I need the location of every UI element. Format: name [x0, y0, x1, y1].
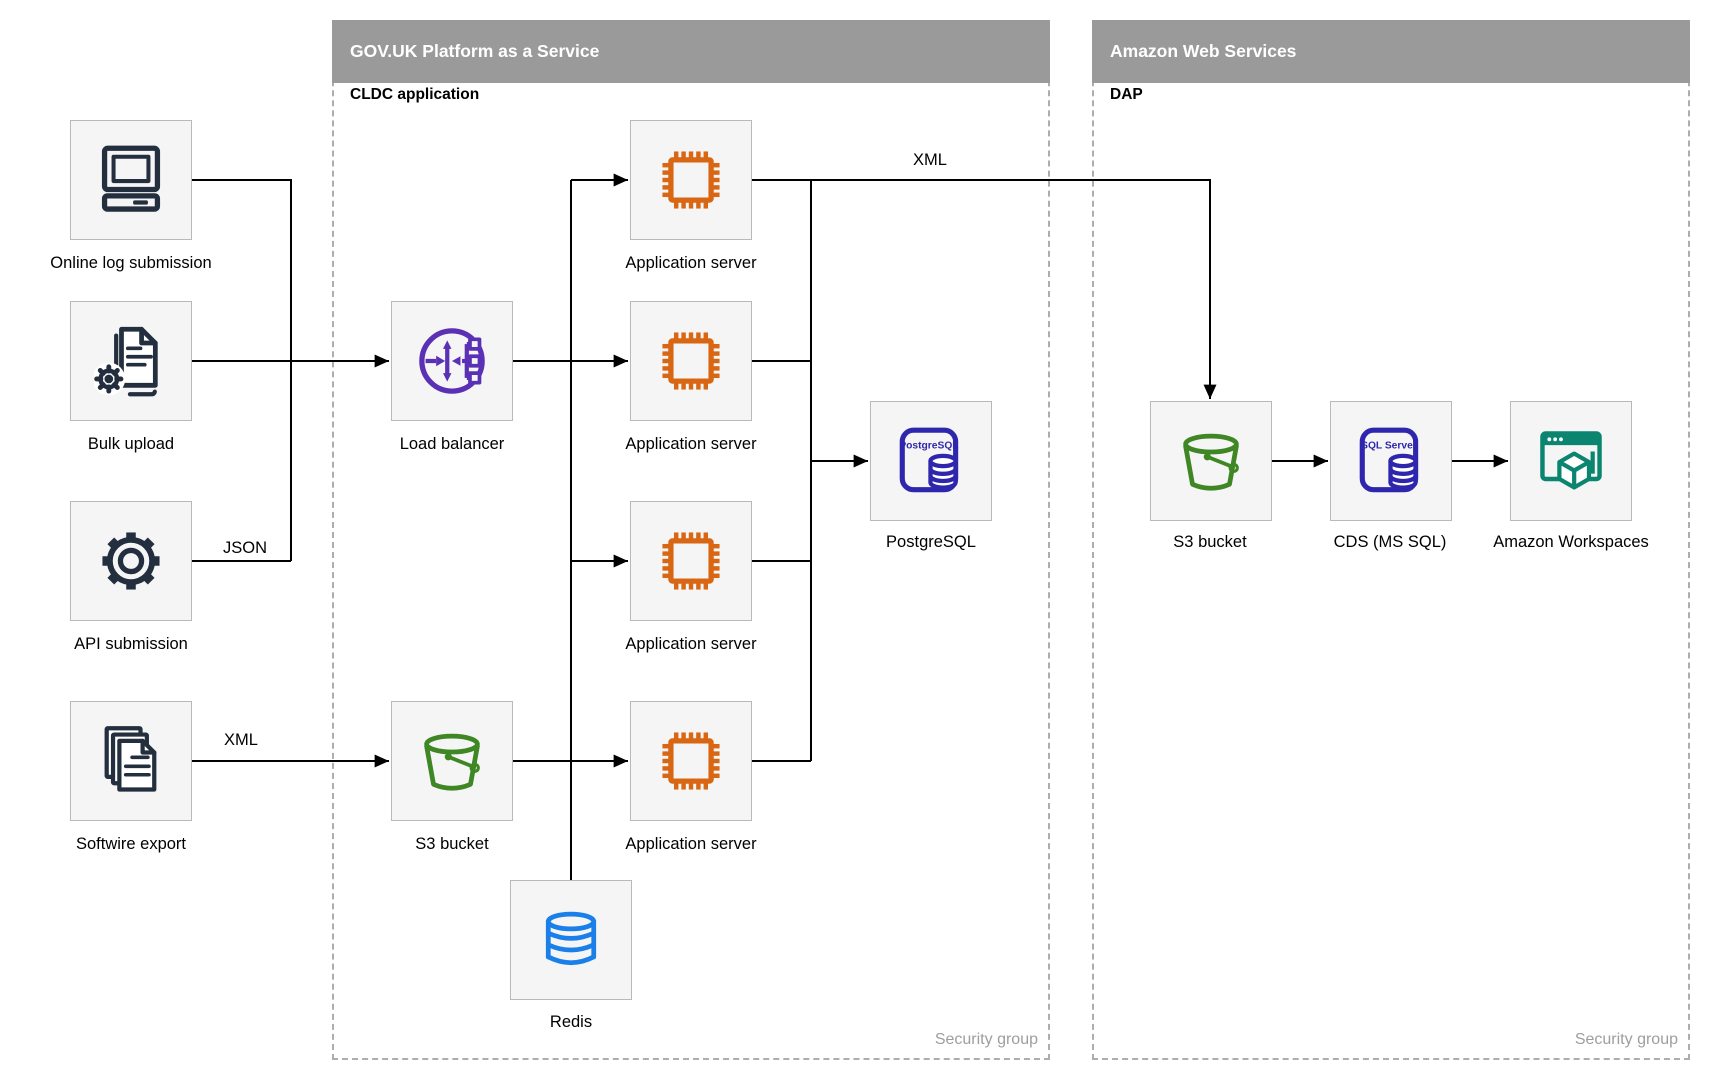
edge-xml-to-aws-s3 — [751, 179, 1217, 399]
node-label-application-server-4: Application server — [625, 835, 757, 853]
edge-label-xml-export: XML — [224, 731, 258, 749]
node-application-server-3 — [630, 501, 752, 621]
node-label-amazon-workspaces: Amazon Workspaces — [1493, 533, 1649, 551]
paas-container: GOV.UK Platform as a Service CLDC applic… — [332, 20, 1050, 1060]
node-label-load-balancer: Load balancer — [399, 435, 505, 453]
node-label-cds-ms-sql: CDS (MS SQL) — [1333, 533, 1447, 551]
node-bulk-upload — [70, 301, 192, 421]
aws-container: Amazon Web Services DAP Security group — [1092, 20, 1690, 1060]
postgresql-icon: PostgreSQL — [899, 427, 959, 493]
node-amazon-workspaces — [1510, 401, 1632, 521]
sql-server-icon-text: SQL Server — [1361, 441, 1417, 452]
node-s3-bucket-paas — [391, 701, 513, 821]
node-label-s3-bucket-paas: S3 bucket — [415, 835, 489, 853]
paas-subtitle: CLDC application — [350, 86, 480, 103]
document-gear-icon — [94, 326, 158, 397]
load-balancer-icon — [419, 328, 485, 394]
postgresql-icon-text: PostgreSQL — [899, 441, 958, 452]
paas-security-group-label: Security group — [934, 1031, 1038, 1048]
edge-label-xml-transfer: XML — [913, 151, 947, 169]
node-label-postgresql: PostgreSQL — [886, 533, 976, 551]
aws-header-bar: Amazon Web Services — [1092, 20, 1690, 83]
gear-icon — [102, 532, 160, 590]
node-label-bulk-upload: Bulk upload — [87, 435, 175, 453]
chip-icon — [662, 332, 720, 390]
paas-title: GOV.UK Platform as a Service — [350, 41, 600, 61]
node-application-server-1 — [630, 120, 752, 240]
node-online-log-submission — [70, 120, 192, 240]
node-cds-ms-sql: SQL Server — [1330, 401, 1452, 521]
node-label-s3-bucket-aws: S3 bucket — [1173, 533, 1247, 551]
node-api-submission — [70, 501, 192, 621]
node-label-api-submission: API submission — [74, 635, 188, 653]
node-softwire-export — [70, 701, 192, 821]
bucket-icon — [424, 733, 480, 791]
node-label-softwire-export: Softwire export — [75, 835, 187, 853]
node-redis — [510, 880, 632, 1000]
node-application-server-4 — [630, 701, 752, 821]
edge-label-json: JSON — [222, 539, 267, 557]
node-postgresql: PostgreSQL — [870, 401, 992, 521]
database-cylinder-icon — [545, 911, 597, 966]
aws-security-group-label: Security group — [1574, 1031, 1678, 1048]
paas-header-bar: GOV.UK Platform as a Service — [332, 20, 1050, 83]
workspaces-icon — [1540, 431, 1602, 490]
node-label-application-server-3: Application server — [625, 635, 757, 653]
computer-icon — [101, 145, 161, 212]
chip-icon — [662, 151, 720, 209]
node-label-application-server-1: Application server — [625, 254, 757, 272]
node-application-server-2 — [630, 301, 752, 421]
node-load-balancer — [391, 301, 513, 421]
chip-icon — [662, 532, 720, 590]
aws-subtitle: DAP — [1110, 86, 1143, 103]
documents-stack-icon — [104, 726, 157, 792]
sql-server-icon: SQL Server — [1359, 427, 1419, 493]
bucket-icon — [1183, 433, 1239, 491]
node-s3-bucket-aws — [1150, 401, 1272, 521]
node-label-application-server-2: Application server — [625, 435, 757, 453]
aws-title: Amazon Web Services — [1110, 41, 1297, 61]
chip-icon — [662, 732, 720, 790]
node-label-redis: Redis — [549, 1013, 593, 1031]
edge-online-to-merge — [192, 179, 292, 561]
node-label-online-log-submission: Online log submission — [50, 254, 212, 272]
